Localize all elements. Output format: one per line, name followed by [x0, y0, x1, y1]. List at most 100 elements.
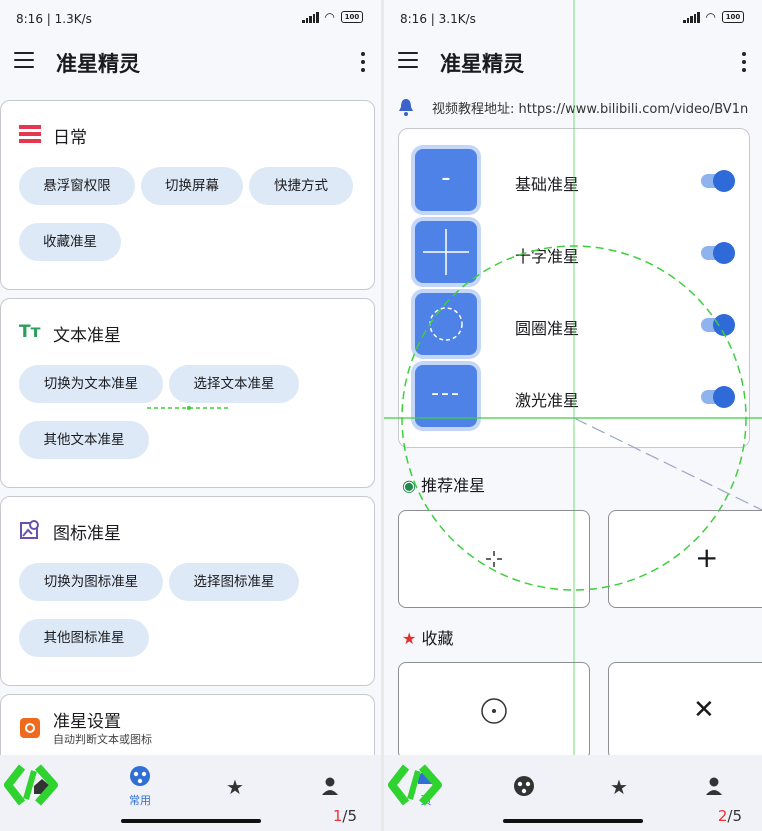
- page-indicator: 1/5: [333, 807, 357, 825]
- select-icon-chip[interactable]: 选择图标准星: [169, 563, 299, 601]
- switch-to-text-chip[interactable]: 切换为文本准星: [19, 365, 163, 403]
- daily-icon: [19, 123, 41, 145]
- laser-crosshair-toggle[interactable]: [701, 386, 735, 408]
- page-total: /5: [342, 807, 357, 825]
- basic-crosshair-toggle[interactable]: [701, 170, 735, 192]
- crosshair-hub-icon: [514, 776, 534, 796]
- daily-card: 日常 悬浮窗权限 切换屏幕 快捷方式 收藏准星: [0, 100, 375, 290]
- tutorial-url-text: 视频教程地址: https://www.bilibili.com/video/B…: [432, 102, 749, 117]
- battery-icon: 100: [722, 11, 744, 23]
- crosshair-settings-subtitle: 自动判断文本或图标: [53, 733, 152, 746]
- laser-line-overlay: [147, 406, 231, 410]
- recommended-section: ◉ 推荐准星: [402, 472, 485, 496]
- icon-crosshair-title: 图标准星: [53, 524, 121, 544]
- shortcut-chip[interactable]: 快捷方式: [249, 167, 353, 205]
- circle-crosshair-tile[interactable]: [415, 293, 477, 355]
- favorites-title: 收藏: [421, 629, 454, 648]
- globe-icon: ◉: [402, 476, 416, 495]
- laser-crosshair-label: 激光准星: [515, 391, 580, 410]
- star-icon: ★: [402, 629, 417, 648]
- nav-profile[interactable]: [300, 765, 360, 800]
- crosshair-settings-title: 准星设置: [53, 712, 121, 732]
- favorites-section: ★ 收藏: [402, 625, 453, 649]
- circle-crosshair-label: 圆圈准星: [515, 319, 580, 338]
- bottom-nav: 常用 ★ 1/5: [0, 755, 381, 831]
- app-bar: 准星精灵: [0, 38, 381, 86]
- home-indicator: [503, 819, 643, 823]
- bell-icon: [399, 99, 413, 116]
- recommended-card-2[interactable]: +: [608, 510, 762, 608]
- status-bar: 8:16 | 1.3K/s ◠ 100: [0, 0, 381, 38]
- person-icon: [706, 777, 722, 795]
- status-bar: 8:16 | 3.1K/s ◠ 100: [384, 0, 762, 38]
- signal-icon: [302, 11, 319, 23]
- cross-crosshair-tile[interactable]: [415, 221, 477, 283]
- basic-crosshair-tile[interactable]: -: [415, 149, 477, 211]
- other-icon-chip[interactable]: 其他图标准星: [19, 619, 149, 657]
- recommended-title: 推荐准星: [421, 476, 486, 495]
- nav-common[interactable]: [494, 765, 554, 800]
- cross-crosshair-toggle[interactable]: [701, 242, 735, 264]
- nav-common-label: 常用: [129, 794, 151, 807]
- circle-crosshair-toggle[interactable]: [701, 314, 735, 336]
- status-time: 8:16 | 1.3K/s: [16, 12, 92, 26]
- image-search-icon: [19, 519, 41, 541]
- logo-watermark-icon: [4, 764, 58, 806]
- text-crosshair-card: Tт 文本准星 切换为文本准星 选择文本准星 其他文本准星: [0, 298, 375, 488]
- settings-gear-icon: [19, 717, 41, 739]
- wifi-icon: ◠: [324, 10, 335, 24]
- page-indicator: 2/5: [718, 807, 742, 825]
- screen-2: 8:16 | 3.1K/s ◠ 100 准星精灵 视频教程地址: https:/…: [384, 0, 762, 831]
- crosshair-hub-icon: [130, 766, 150, 786]
- page-total: /5: [727, 807, 742, 825]
- nav-star[interactable]: ★: [589, 765, 649, 809]
- x-icon: ✕: [693, 695, 715, 725]
- more-vert-icon[interactable]: [361, 52, 365, 76]
- menu-icon[interactable]: [14, 52, 34, 68]
- more-vert-icon[interactable]: [742, 52, 746, 76]
- favorite-card-2[interactable]: ✕: [608, 662, 762, 760]
- laser-crosshair-tile[interactable]: ---: [415, 365, 477, 427]
- battery-icon: 100: [341, 11, 363, 23]
- other-text-chip[interactable]: 其他文本准星: [19, 421, 149, 459]
- bottom-nav: 页 ★ 2/5: [384, 755, 762, 831]
- home-indicator: [120, 819, 261, 823]
- app-title: 准星精灵: [440, 52, 524, 76]
- nav-profile[interactable]: [684, 765, 744, 800]
- text-crosshair-title: 文本准星: [53, 326, 121, 346]
- basic-crosshair-label: 基础准星: [515, 175, 580, 194]
- switch-to-icon-chip[interactable]: 切换为图标准星: [19, 563, 163, 601]
- star-icon: ★: [610, 775, 628, 799]
- overlay-permission-chip[interactable]: 悬浮窗权限: [19, 167, 135, 205]
- text-format-icon: Tт: [19, 322, 41, 342]
- nav-common[interactable]: 常用: [110, 765, 170, 808]
- status-time: 8:16 | 3.1K/s: [400, 12, 476, 26]
- page-current: 1: [332, 807, 343, 825]
- page-current: 2: [717, 807, 728, 825]
- small-crosshair-icon: [486, 551, 502, 567]
- favorite-card-1[interactable]: [398, 662, 590, 760]
- tutorial-notice[interactable]: 视频教程地址: https://www.bilibili.com/video/B…: [394, 96, 762, 118]
- crosshair-list-card: - 基础准星 十字准星 圆圈准星 --- 激光准星: [398, 128, 750, 448]
- daily-title: 日常: [53, 128, 87, 148]
- recommended-card-1[interactable]: [398, 510, 590, 608]
- wifi-icon: ◠: [705, 10, 716, 24]
- dot-circle-icon: [481, 698, 507, 724]
- select-text-chip[interactable]: 选择文本准星: [169, 365, 299, 403]
- cross-crosshair-label: 十字准星: [515, 247, 580, 266]
- icon-crosshair-card: 图标准星 切换为图标准星 选择图标准星 其他图标准星: [0, 496, 375, 686]
- app-title: 准星精灵: [56, 52, 140, 76]
- person-icon: [322, 777, 338, 795]
- screen-1: 8:16 | 1.3K/s ◠ 100 准星精灵 日常 悬浮窗权限 切换屏幕 快…: [0, 0, 381, 831]
- plus-icon: +: [695, 541, 719, 574]
- favorite-crosshair-chip[interactable]: 收藏准星: [19, 223, 121, 261]
- signal-icon: [683, 11, 700, 23]
- cross-icon: [423, 229, 469, 275]
- nav-star[interactable]: ★: [205, 765, 265, 809]
- dashed-circle-icon: [429, 307, 463, 341]
- switch-screen-chip[interactable]: 切换屏幕: [141, 167, 243, 205]
- logo-watermark-icon: [388, 764, 442, 806]
- app-bar: 准星精灵: [384, 38, 762, 86]
- star-icon: ★: [226, 775, 244, 799]
- menu-icon[interactable]: [398, 52, 418, 68]
